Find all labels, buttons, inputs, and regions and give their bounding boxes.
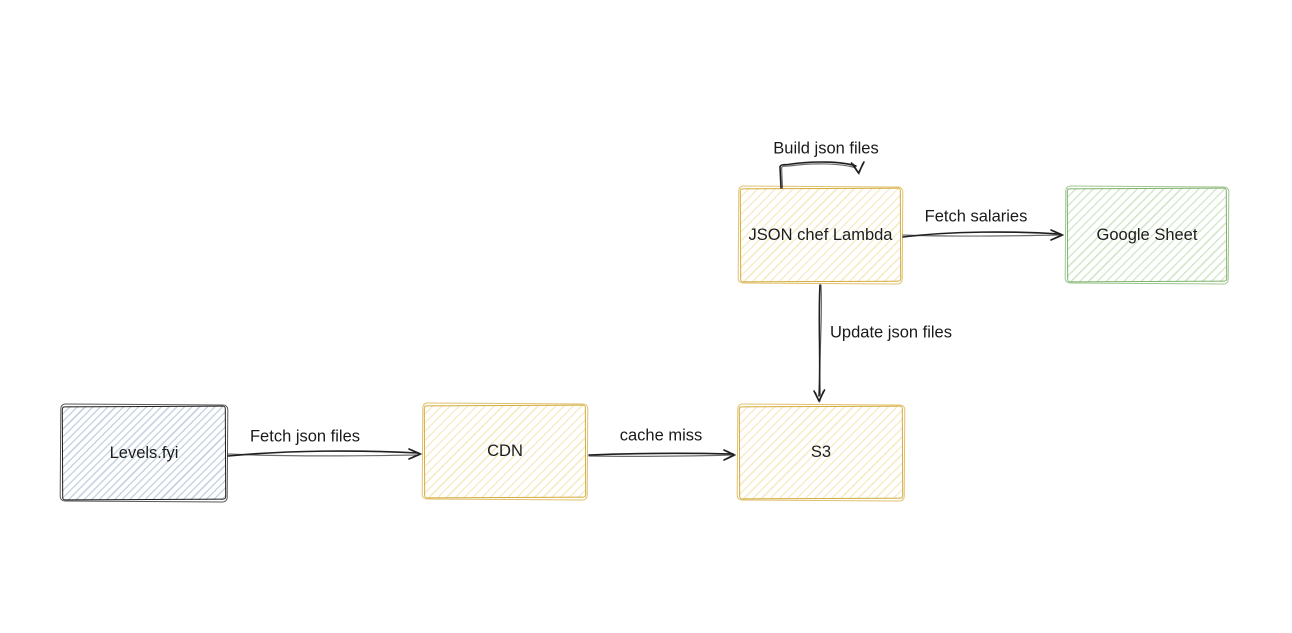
node-levels-fyi-label: Levels.fyi	[109, 443, 179, 462]
node-cdn-label: CDN	[487, 442, 523, 460]
arrow-fetch-salaries	[902, 229, 1065, 241]
arrow-update-json-files	[813, 284, 826, 403]
node-cdn: CDN	[424, 405, 586, 498]
arrow-build-json-files	[779, 161, 865, 189]
edge-label-build-json-files: Build json files	[771, 139, 881, 159]
node-json-chef-lambda-label: JSON chef Lambda	[748, 225, 893, 244]
node-s3-label: S3	[810, 443, 832, 461]
edge-label-fetch-salaries: Fetch salaries	[922, 207, 1030, 227]
node-json-chef-lambda: JSON chef Lambda	[740, 188, 901, 282]
node-s3: S3	[739, 406, 903, 499]
node-google-sheet: Google Sheet	[1067, 188, 1227, 282]
edge-label-cache-miss: cache miss	[617, 426, 705, 446]
edge-label-fetch-json-files: Fetch json files	[247, 427, 363, 447]
arrow-cache-miss	[588, 449, 737, 461]
node-google-sheet-label: Google Sheet	[1096, 225, 1198, 244]
node-levels-fyi: Levels.fyi	[62, 406, 226, 500]
edge-label-update-json-files: Update json files	[828, 323, 954, 343]
arrow-fetch-json-files	[227, 448, 423, 460]
